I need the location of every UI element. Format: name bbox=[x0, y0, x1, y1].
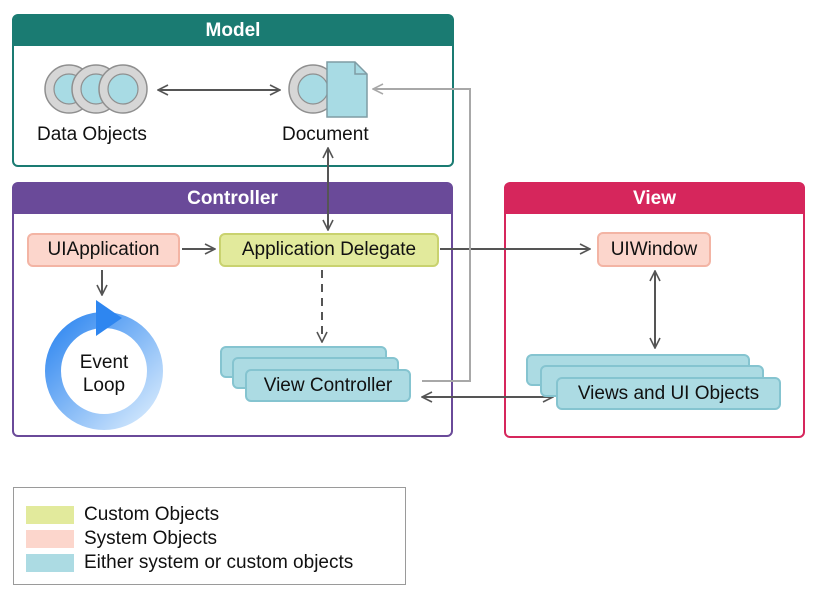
legend-swatch-system bbox=[26, 530, 74, 548]
application-delegate-node: Application Delegate bbox=[219, 233, 439, 267]
data-objects-label: Data Objects bbox=[37, 124, 147, 145]
document-label: Document bbox=[282, 124, 369, 145]
event-loop-label-line2: Loop bbox=[82, 375, 126, 396]
legend-label-system: System Objects bbox=[84, 528, 218, 549]
legend-item-custom: Custom Objects bbox=[26, 504, 219, 526]
controller-panel-title: Controller bbox=[14, 184, 451, 214]
legend-item-system: System Objects bbox=[26, 528, 217, 550]
view-controller-node: View Controller bbox=[245, 369, 411, 402]
legend-item-either: Either system or custom objects bbox=[26, 552, 353, 574]
view-panel-title: View bbox=[506, 184, 803, 214]
uiapplication-node: UIApplication bbox=[27, 233, 180, 267]
views-and-ui-objects-node: Views and UI Objects bbox=[556, 377, 781, 410]
legend-swatch-custom bbox=[26, 506, 74, 524]
data-objects-icon bbox=[44, 64, 148, 114]
legend-label-either: Either system or custom objects bbox=[84, 552, 354, 573]
model-panel-title: Model bbox=[14, 16, 452, 46]
uiwindow-node: UIWindow bbox=[597, 232, 711, 267]
event-loop-label-line1: Event bbox=[79, 352, 129, 373]
legend-label-custom: Custom Objects bbox=[84, 504, 220, 525]
arrow-viewcontroller-document bbox=[373, 89, 471, 382]
legend-swatch-either bbox=[26, 554, 74, 572]
document-icon bbox=[288, 61, 368, 118]
event-loop-icon bbox=[45, 300, 163, 430]
legend: Custom Objects System Objects Either sys… bbox=[13, 487, 406, 585]
